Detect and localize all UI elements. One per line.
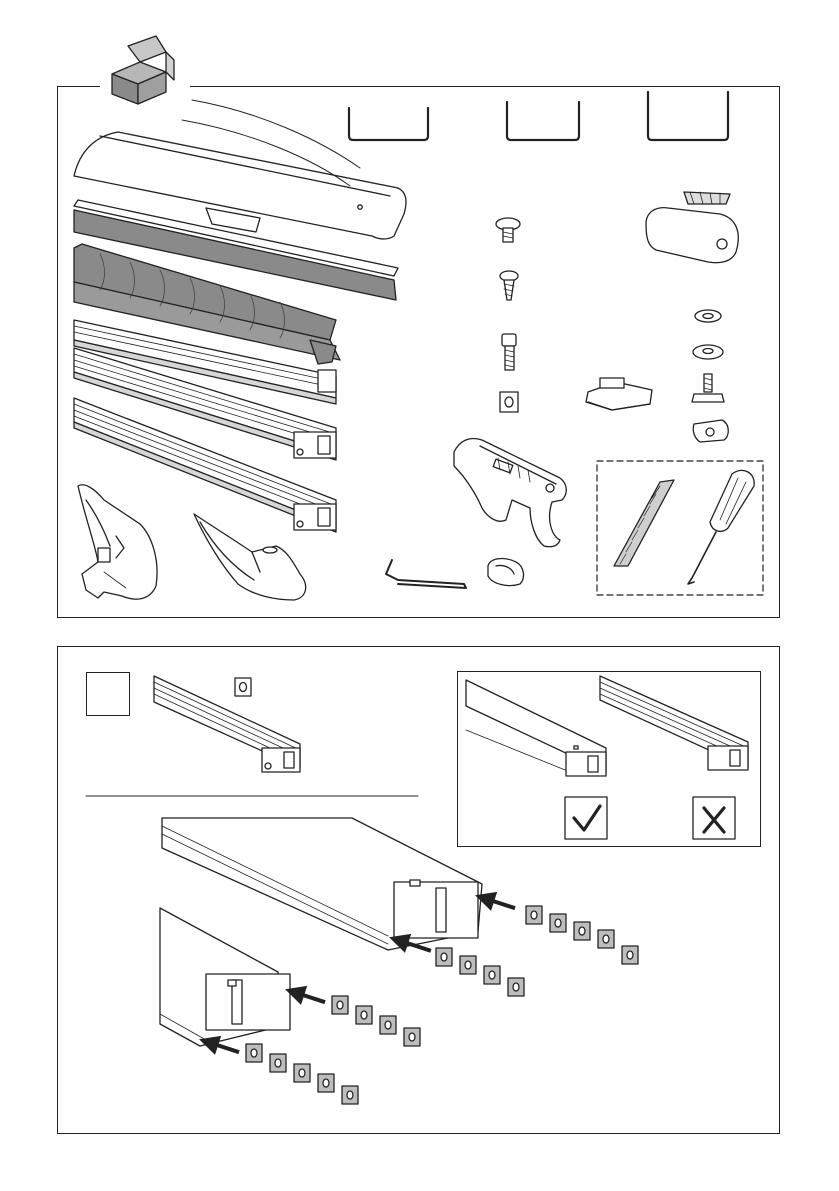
correct-bar	[466, 680, 606, 776]
nut-group-2	[436, 948, 524, 996]
small-bar	[154, 676, 300, 772]
nut-group-3	[332, 996, 420, 1046]
nut-group-1	[526, 906, 638, 964]
wrong-bar	[600, 676, 748, 770]
check-icon	[565, 797, 607, 839]
square-nut	[235, 678, 251, 696]
nut-group-4	[246, 1044, 358, 1104]
cross-icon	[693, 797, 735, 839]
roof-bar-upper	[162, 818, 482, 950]
roof-bar-lower	[160, 908, 290, 1046]
